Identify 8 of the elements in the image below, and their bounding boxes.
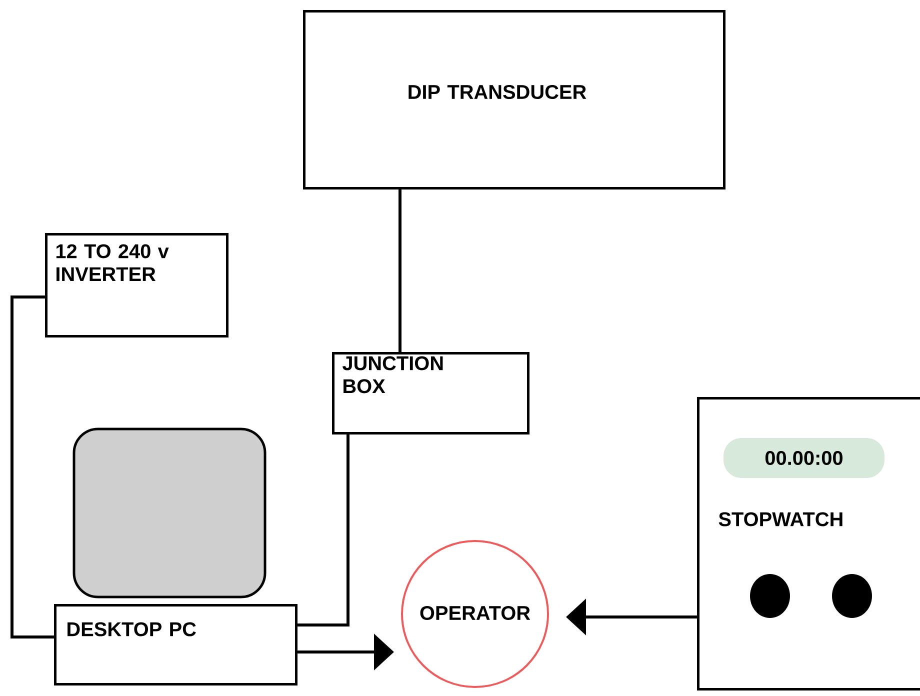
- process-box: DESKTOP PC: [54, 604, 298, 686]
- connector-line: [298, 434, 350, 626]
- display-screen: 00.00:00: [724, 438, 884, 478]
- process-box: 12 TO 240 v INVERTER: [45, 233, 228, 338]
- process-box: JUNCTION BOX: [332, 352, 530, 434]
- connector-line: [398, 190, 402, 352]
- connector-line: [10, 296, 54, 638]
- process-box: DIP TRANSDUCER: [303, 10, 726, 190]
